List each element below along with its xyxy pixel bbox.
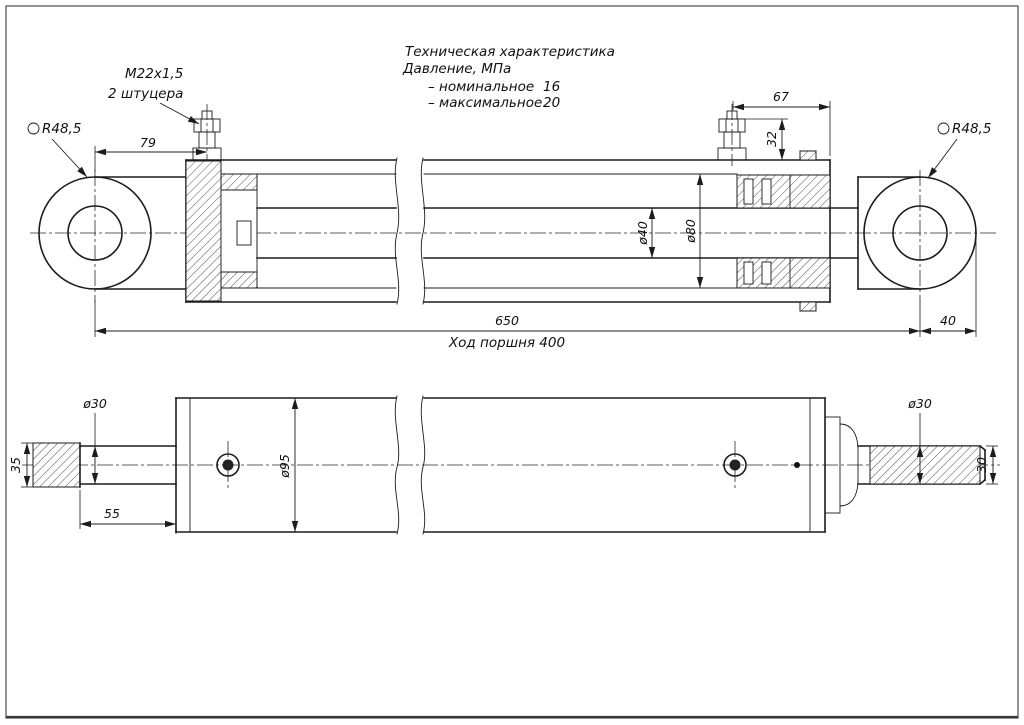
circle-symbol-right	[937, 122, 950, 135]
tech-spec-nominal-label: – номинальное	[428, 79, 534, 95]
drain-hole	[794, 462, 800, 468]
dim-35-label: 35	[8, 457, 23, 473]
dim-650-label: 650	[495, 313, 519, 328]
radius-right-label: R48,5	[952, 121, 991, 137]
right-rod-hatched	[869, 445, 981, 485]
sheet-border	[5, 5, 1019, 719]
right-rod-assembly	[824, 416, 987, 514]
left-eye	[38, 176, 187, 290]
cylinder-body	[175, 397, 826, 533]
tech-spec-title: Техническая характеристика	[405, 44, 615, 60]
external-dimensions: ø30 55 35 ø95 ø30 30	[8, 396, 998, 534]
dim-32-label: 32	[764, 131, 779, 147]
piston-assembly	[220, 173, 258, 289]
radius-left-label: R48,5	[42, 121, 81, 137]
tech-spec-maximum-value: 20	[543, 95, 560, 111]
gland-assembly	[736, 150, 831, 312]
left-eye-bore	[67, 205, 123, 261]
tech-spec-block: Техническая характеристика Давление, МПа…	[402, 44, 615, 111]
left-rod-end	[32, 442, 177, 488]
retaining-ring-top	[799, 150, 817, 161]
cylinder-tube	[185, 159, 831, 303]
right-eye-bore	[892, 205, 948, 261]
port-right	[723, 453, 747, 477]
dia-bore-label: ø80	[683, 219, 698, 244]
dim-40-label: 40	[940, 313, 956, 328]
external-view: ø30 55 35 ø95 ø30 30	[8, 395, 1000, 535]
dim-79-label: 79	[140, 135, 156, 150]
section-dimensions: 79 M22x1,5 2 штуцера R48,5 R48,5 67 32	[27, 66, 991, 351]
port-left	[216, 453, 240, 477]
section-centerlines	[30, 104, 998, 302]
external-centerlines	[22, 441, 1000, 489]
tech-spec-maximum-label: – максимальное	[428, 95, 542, 111]
dia-30-left-label: ø30	[82, 396, 107, 411]
circle-symbol-left	[27, 122, 40, 135]
piston-seal-top	[220, 173, 258, 191]
thread-callout-label: M22x1,5	[125, 66, 183, 82]
tech-spec-nominal-value: 16	[543, 79, 560, 95]
fitting-callout-label: 2 штуцера	[108, 86, 183, 102]
dia-rod-label: ø40	[635, 221, 650, 246]
dim-30-label: 30	[974, 457, 989, 473]
fitting-right	[717, 110, 747, 161]
tech-spec-pressure: Давление, МПа	[402, 61, 511, 77]
left-rod-hatched	[32, 442, 81, 488]
rear-cap-section	[185, 160, 222, 302]
port-right-socket	[729, 459, 741, 471]
port-left-socket	[222, 459, 234, 471]
break-lines-section	[394, 157, 426, 305]
right-eye	[857, 176, 977, 290]
section-view: 79 M22x1,5 2 штуцера R48,5 R48,5 67 32	[27, 66, 998, 351]
retaining-ring-bottom	[799, 301, 817, 312]
dia-95-label: ø95	[277, 454, 292, 479]
piston-seal-bottom	[220, 271, 258, 289]
stroke-note-label: Ход поршня 400	[448, 335, 565, 351]
dim-55-label: 55	[104, 506, 120, 521]
dia-30-right-label: ø30	[907, 396, 932, 411]
cushion-plunger	[236, 220, 252, 246]
break-lines-external	[394, 395, 426, 535]
dim-67-label: 67	[773, 89, 789, 104]
